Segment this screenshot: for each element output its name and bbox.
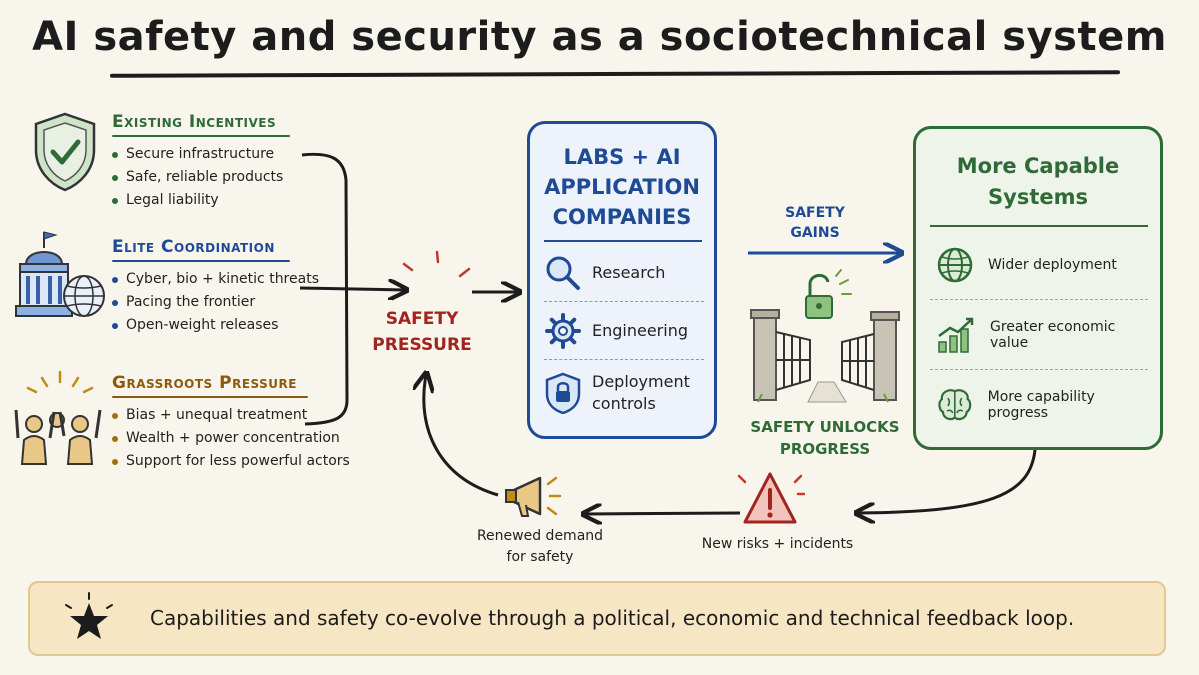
banner-text: Capabilities and safety co-evolve throug… bbox=[150, 606, 1075, 630]
summary-banner: Capabilities and safety co-evolve throug… bbox=[28, 581, 1166, 656]
bracket-connector bbox=[301, 152, 349, 426]
list-item: Pacing the frontier bbox=[112, 291, 319, 314]
open-gate-icon bbox=[750, 269, 900, 403]
capable-item-label: Wider deployment bbox=[988, 257, 1117, 273]
magnifier-icon bbox=[546, 256, 580, 290]
brain-icon bbox=[938, 389, 972, 421]
group-heading: Grassroots Pressure bbox=[112, 373, 297, 393]
burst-lines bbox=[402, 250, 471, 278]
warning-icon bbox=[737, 472, 805, 524]
shield-check-icon bbox=[34, 112, 96, 192]
labs-item-label: Engineering bbox=[592, 321, 688, 340]
capable-item-deployment: Wider deployment bbox=[936, 239, 1158, 291]
group-heading: Elite Coordination bbox=[112, 237, 275, 257]
safety-pressure-label: SAFETY PRESSURE bbox=[372, 309, 472, 355]
list-item: Cyber, bio + kinetic threats bbox=[112, 268, 319, 291]
renewed-demand-label: Renewed demand for safety bbox=[476, 528, 604, 565]
list-item: Open-weight releases bbox=[112, 314, 319, 337]
group-underline bbox=[112, 260, 290, 262]
labs-item-engineering: Engineering bbox=[544, 304, 704, 358]
labs-item-label: Research bbox=[592, 263, 666, 282]
list-item: Bias + unequal treatment bbox=[112, 404, 350, 427]
new-risks-label: New risks + incidents bbox=[701, 536, 854, 552]
dashed-divider bbox=[544, 301, 704, 302]
labs-item-research: Research bbox=[544, 246, 704, 300]
page-title: AI safety and security as a sociotechnic… bbox=[32, 14, 1167, 60]
labs-box: LABS + AI APPLICATION COMPANIES Research… bbox=[527, 121, 717, 439]
labs-title: LABS + AI APPLICATION COMPANIES bbox=[544, 145, 700, 229]
group-underline bbox=[112, 396, 308, 398]
labs-item-label: Deployment controls bbox=[592, 372, 690, 413]
megaphone-icon bbox=[505, 476, 562, 517]
shield-lock-icon bbox=[545, 372, 581, 414]
dashed-divider bbox=[930, 299, 1148, 300]
labs-divider bbox=[544, 240, 702, 242]
dashed-divider bbox=[544, 359, 704, 360]
arrow-risks-to-demand bbox=[585, 513, 741, 514]
capable-item-label: Greater economic value bbox=[990, 319, 1116, 351]
list-item: Secure infrastructure bbox=[112, 143, 290, 166]
group-underline bbox=[112, 135, 290, 137]
group-existing-incentives: Existing Incentives Secure infrastructur… bbox=[112, 112, 290, 212]
capable-item-label: More capability progress bbox=[987, 389, 1095, 421]
labs-item-deployment: Deployment controls bbox=[544, 366, 704, 420]
group-heading: Existing Incentives bbox=[112, 112, 277, 132]
capable-title: More Capable Systems bbox=[956, 154, 1120, 209]
capable-divider bbox=[930, 225, 1148, 227]
star-icon bbox=[65, 592, 113, 639]
arrow-capable-to-risks bbox=[858, 449, 1037, 513]
safety-unlocks-label: SAFETY UNLOCKS PROGRESS bbox=[750, 418, 900, 458]
list-item: Wealth + power concentration bbox=[112, 427, 350, 450]
capable-systems-box: More Capable Systems Wider deployment Gr… bbox=[913, 126, 1163, 450]
crowd-protest-icon bbox=[14, 370, 102, 465]
safety-gains-label: SAFETY GAINS bbox=[785, 205, 845, 241]
arrow-to-pressure bbox=[299, 288, 405, 290]
capable-item-progress: More capability progress bbox=[936, 379, 1158, 431]
list-item: Support for less powerful actors bbox=[112, 450, 350, 473]
dashed-divider bbox=[930, 369, 1148, 370]
group-grassroots-pressure: Grassroots Pressure Bias + unequal treat… bbox=[112, 373, 350, 473]
arrow-demand-to-pressure bbox=[424, 375, 499, 497]
list-item: Legal liability bbox=[112, 189, 290, 212]
capitol-globe-icon bbox=[15, 231, 105, 317]
globe-icon bbox=[937, 247, 973, 283]
group-elite-coordination: Elite Coordination Cyber, bio + kinetic … bbox=[112, 237, 319, 337]
gear-icon bbox=[545, 313, 581, 349]
list-item: Safe, reliable products bbox=[112, 166, 290, 189]
bar-growth-icon bbox=[938, 317, 974, 353]
capable-item-value: Greater economic value bbox=[936, 309, 1158, 361]
